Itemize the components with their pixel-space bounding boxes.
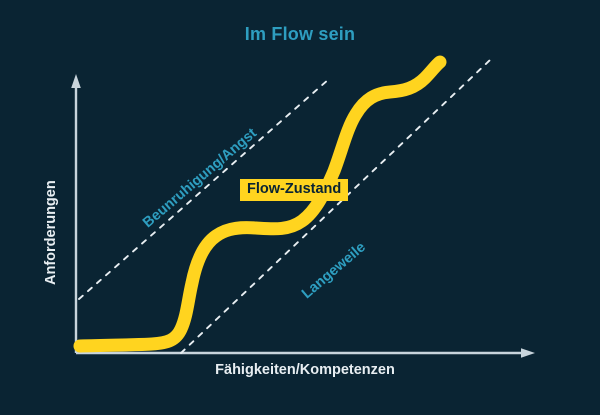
arrow-up-icon [71, 74, 81, 88]
arrow-right-icon [521, 348, 535, 358]
zone-label-flow: Flow-Zustand [240, 179, 349, 201]
lower-boundary-dashed-line [180, 59, 491, 354]
flow-curve [73, 55, 447, 353]
upper-boundary-dashed-line [78, 78, 330, 300]
x-axis-label: Fähigkeiten/Kompetenzen [215, 362, 395, 378]
y-axis-label: Anforderungen [43, 180, 59, 285]
page-title: Im Flow sein [244, 24, 356, 44]
